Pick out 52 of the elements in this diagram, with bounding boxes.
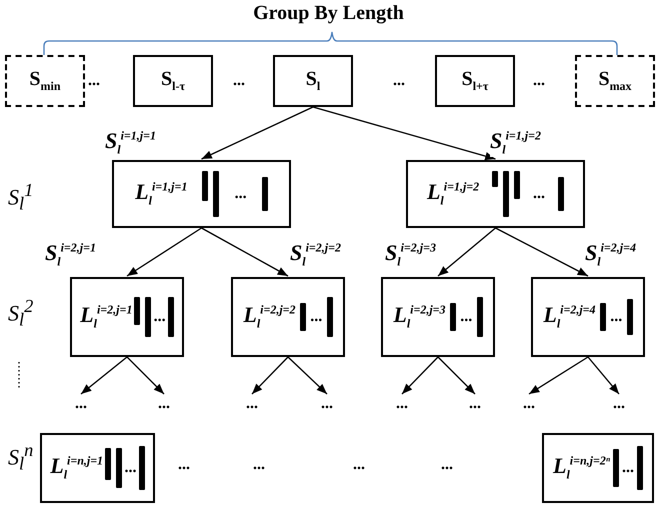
arrow (201, 106, 314, 160)
ellipsis: ... (178, 456, 190, 474)
ellipsis: ... (610, 308, 622, 326)
arrow (288, 356, 328, 394)
title: Group By Length (252, 2, 405, 25)
arrow (438, 228, 496, 276)
ellipsis: ... (154, 308, 166, 326)
ellipsis: ... (321, 395, 333, 413)
subset-box (381, 277, 495, 357)
length-group-box: S$_{l}$ (273, 55, 353, 107)
ellipsis: ... (523, 395, 535, 413)
ellipsis: ... (353, 456, 365, 474)
ellipsis: ... (234, 185, 247, 203)
ellipsis: ... (246, 395, 258, 413)
arrow (402, 356, 438, 394)
arrow (312, 106, 496, 160)
length-group-box: S$_{l-τ}$ (133, 55, 213, 107)
ellipsis: ... (310, 308, 322, 326)
arrow (495, 227, 588, 277)
subset-box (231, 277, 345, 357)
arrow (438, 356, 476, 394)
arrow (588, 356, 620, 394)
ellipsis: ... (233, 72, 245, 90)
ellipsis: ... (622, 459, 634, 477)
arrow (528, 356, 588, 395)
length-group-box: S$_{min}$ (5, 55, 85, 107)
ellipsis: ... (533, 72, 545, 90)
ellipsis: ... (253, 456, 265, 474)
ellipsis: ... (613, 395, 625, 413)
subset-box (406, 160, 585, 228)
length-group-box: S$_{l+τ}$ (435, 55, 515, 107)
length-group-box: S$_{max}$ (575, 55, 655, 107)
ellipsis: ... (396, 395, 408, 413)
ellipsis: ... (88, 72, 100, 90)
ellipsis: ... (393, 72, 405, 90)
subset-box (70, 277, 184, 357)
arrow (126, 356, 164, 394)
arrow (252, 356, 288, 394)
subset-box (542, 433, 654, 503)
ellipsis: ... (158, 395, 170, 413)
ellipsis: ... (441, 456, 453, 474)
arrow (201, 227, 288, 277)
subset-box (40, 433, 155, 503)
ellipsis: ... (469, 395, 481, 413)
arrow (126, 227, 202, 277)
subset-box (531, 277, 645, 357)
ellipsis: ... (75, 395, 87, 413)
ellipsis: ... (460, 308, 472, 326)
ellipsis: ... (533, 185, 546, 203)
arrow (80, 356, 128, 394)
ellipsis: ... (124, 459, 137, 477)
subset-box (112, 160, 291, 228)
